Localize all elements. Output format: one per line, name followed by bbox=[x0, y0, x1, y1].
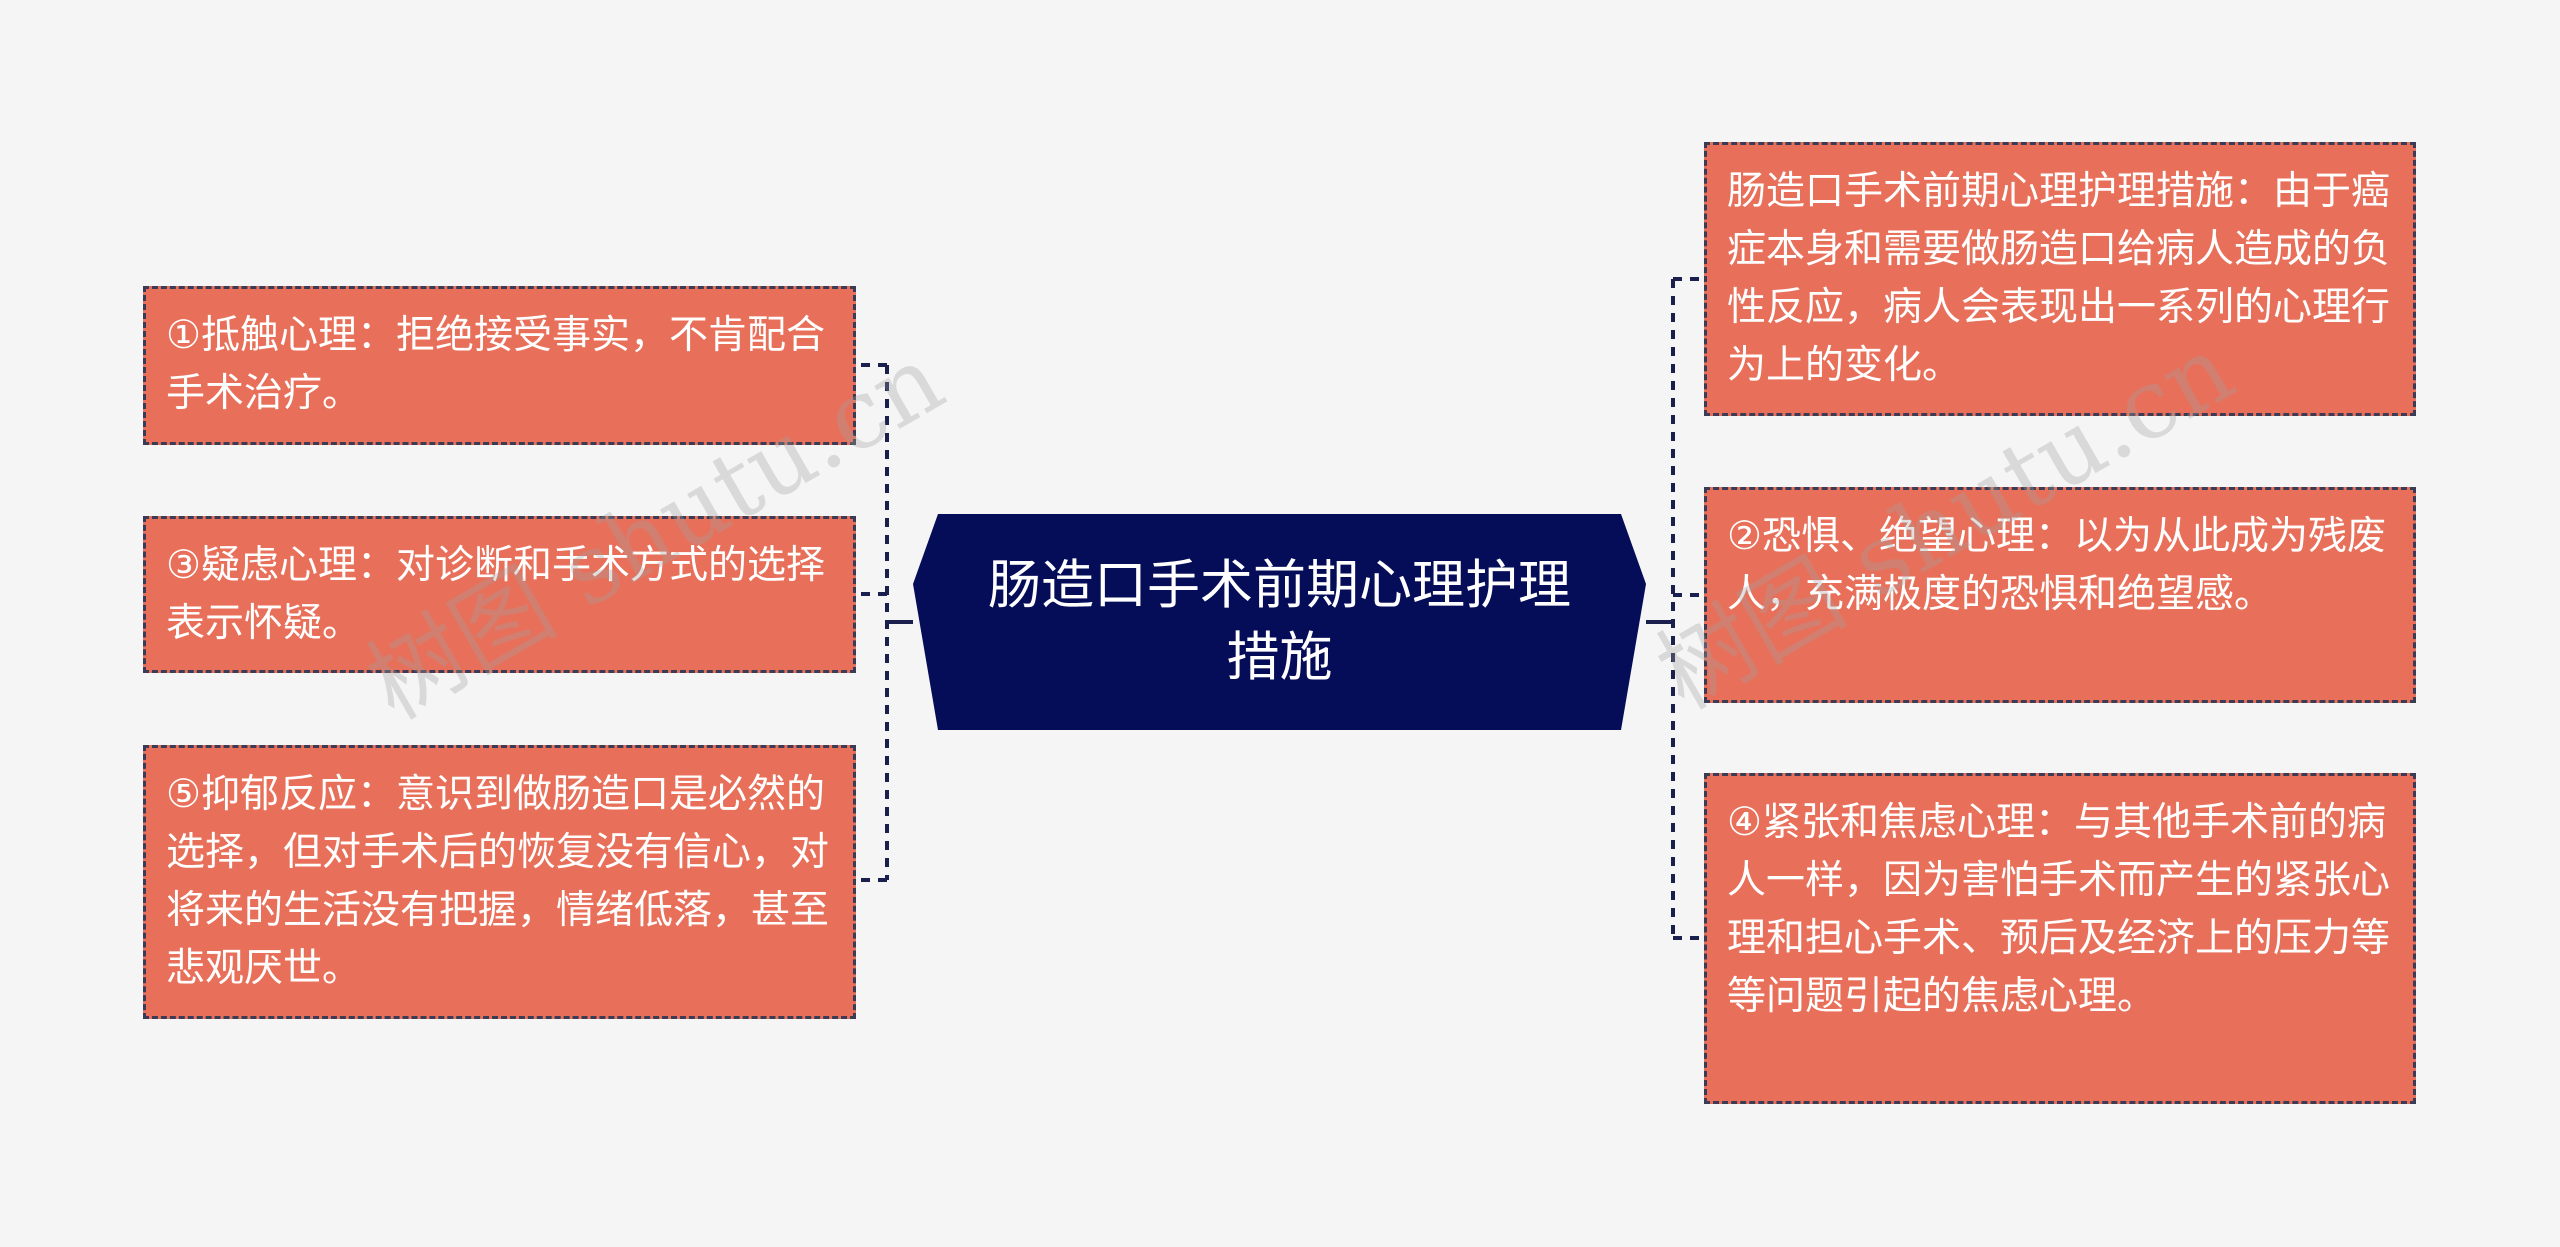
node-text: ③疑虑心理：对诊断和手术方式的选择表示怀疑。 bbox=[166, 543, 825, 646]
node-text: ②恐惧、绝望心理：以为从此成为残废人，充满极度的恐惧和绝望感。 bbox=[1727, 514, 2386, 617]
central-topic-title: 肠造口手术前期心理护理措施 bbox=[988, 555, 1571, 688]
left-node-resistance[interactable]: ①抵触心理：拒绝接受事实，不肯配合手术治疗。 bbox=[143, 286, 856, 445]
node-text: ④紧张和焦虑心理：与其他手术前的病人一样，因为害怕手术而产生的紧张心理和担心手术… bbox=[1727, 800, 2391, 1019]
node-text: ⑤抑郁反应：意识到做肠造口是必然的选择，但对手术后的恢复没有信心，对将来的生活没… bbox=[166, 772, 830, 991]
right-node-anxiety[interactable]: ④紧张和焦虑心理：与其他手术前的病人一样，因为害怕手术而产生的紧张心理和担心手术… bbox=[1704, 773, 2416, 1104]
left-node-depression[interactable]: ⑤抑郁反应：意识到做肠造口是必然的选择，但对手术后的恢复没有信心，对将来的生活没… bbox=[143, 745, 856, 1019]
node-text: ①抵触心理：拒绝接受事实，不肯配合手术治疗。 bbox=[166, 313, 825, 416]
right-node-fear[interactable]: ②恐惧、绝望心理：以为从此成为残废人，充满极度的恐惧和绝望感。 bbox=[1704, 487, 2416, 703]
left-node-doubt[interactable]: ③疑虑心理：对诊断和手术方式的选择表示怀疑。 bbox=[143, 516, 856, 673]
right-node-overview[interactable]: 肠造口手术前期心理护理措施：由于癌症本身和需要做肠造口给病人造成的负性反应，病人… bbox=[1704, 142, 2416, 416]
central-topic[interactable]: 肠造口手术前期心理护理措施 bbox=[913, 514, 1646, 730]
node-text: 肠造口手术前期心理护理措施：由于癌症本身和需要做肠造口给病人造成的负性反应，病人… bbox=[1727, 169, 2391, 388]
